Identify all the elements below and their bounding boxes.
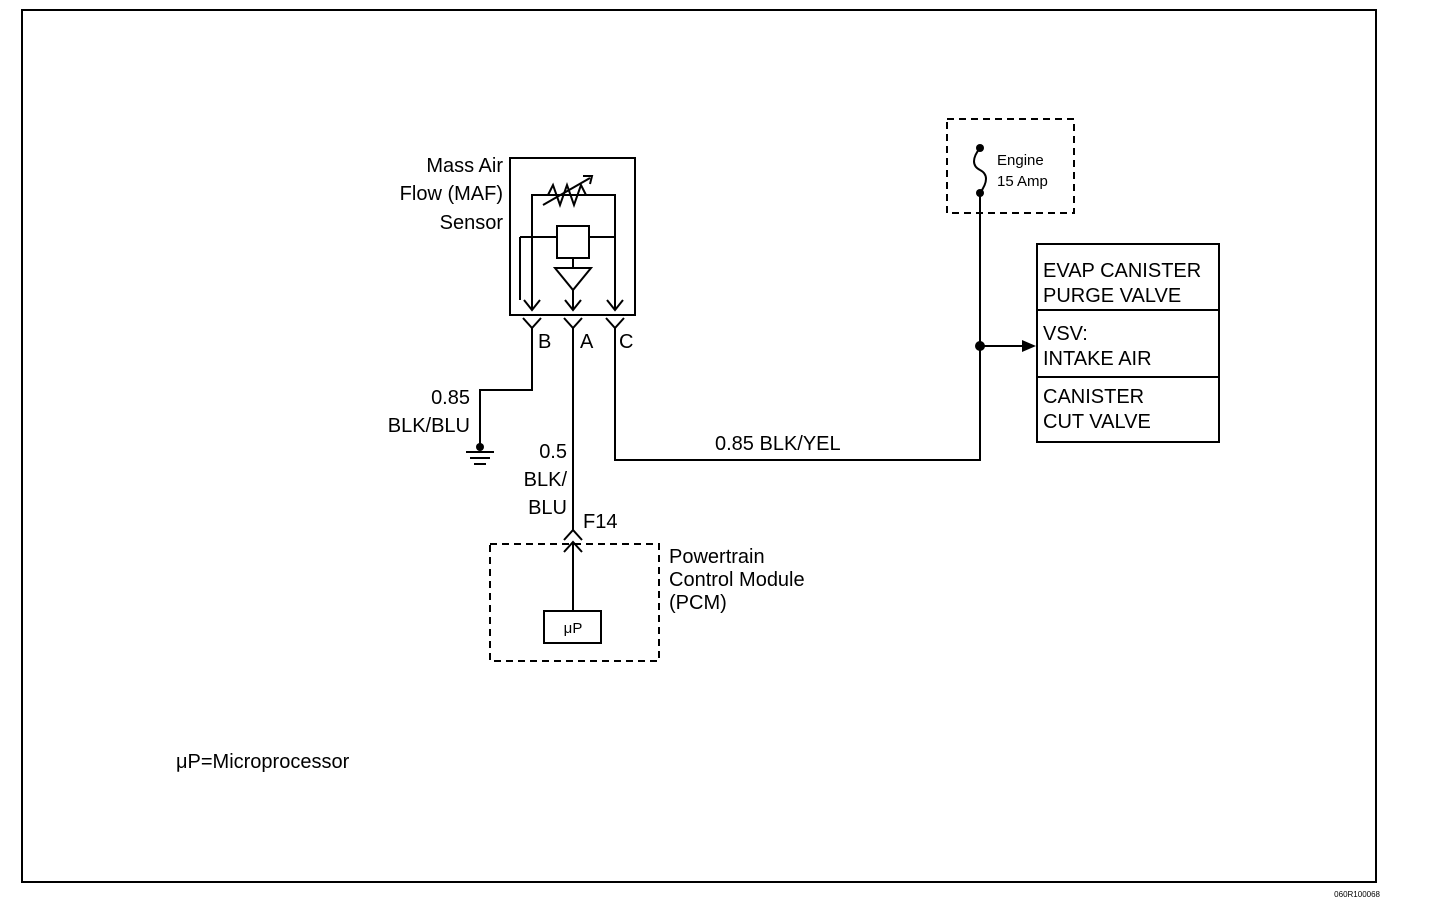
fuse-engine-15a: Engine 15 Amp bbox=[946, 118, 1075, 214]
maf-sensor: Mass Air Flow (MAF) Sensor B A C bbox=[400, 155, 636, 353]
connector-c bbox=[605, 317, 625, 330]
ground-wire-gauge: 0.85 bbox=[431, 387, 470, 409]
signal-wire-gauge: 0.5 bbox=[539, 441, 567, 463]
pcm-label-1: Powertrain bbox=[669, 546, 765, 568]
legend: μP=Microprocessor bbox=[176, 751, 350, 773]
connector-f14 bbox=[563, 528, 583, 541]
vsv-label-1: VSV: bbox=[1043, 323, 1088, 345]
maf-sensor-box bbox=[509, 157, 636, 316]
pin-a-label: A bbox=[580, 331, 594, 353]
power-wire-label: 0.85 BLK/YEL bbox=[715, 433, 841, 455]
evap-label-1: EVAP CANISTER bbox=[1043, 260, 1201, 282]
signal-circuit: 0.5 BLK/ BLU bbox=[524, 328, 574, 530]
fuse-box bbox=[946, 118, 1075, 214]
page-frame bbox=[21, 9, 1377, 883]
fuse-symbol bbox=[973, 147, 987, 194]
pcm: μP F14 Powertrain Control Module (PCM) bbox=[489, 511, 805, 662]
pcm-label-3: (PCM) bbox=[669, 592, 727, 614]
loads-box bbox=[1036, 243, 1220, 443]
maf-label-1: Mass Air bbox=[426, 155, 503, 177]
pin-c-label: C bbox=[619, 331, 633, 353]
signal-wire-color-1: BLK/ bbox=[524, 469, 568, 491]
vsv-label-2: INTAKE AIR bbox=[1043, 348, 1152, 370]
ground-wire-color: BLK/BLU bbox=[388, 415, 470, 437]
cut-valve-label-1: CANISTER bbox=[1043, 386, 1144, 408]
load-arrow bbox=[1022, 340, 1036, 352]
figure-id: 060R100068 bbox=[1334, 890, 1380, 899]
signal-wire-color-2: BLU bbox=[528, 497, 567, 519]
maf-label-3: Sensor bbox=[440, 212, 504, 234]
connector-b bbox=[522, 317, 542, 330]
pcm-label-2: Control Module bbox=[669, 569, 805, 591]
cut-valve-label-2: CUT VALVE bbox=[1043, 411, 1151, 433]
maf-label-2: Flow (MAF) bbox=[400, 183, 503, 205]
fuse-label-2: 15 Amp bbox=[997, 173, 1048, 190]
pin-b-label: B bbox=[538, 331, 551, 353]
microprocessor-chip bbox=[543, 610, 602, 644]
ground-symbol bbox=[466, 451, 494, 465]
power-circuit: 0.85 BLK/YEL bbox=[614, 194, 1036, 461]
pcm-pin-label: F14 bbox=[583, 511, 617, 533]
internal-ground-symbol bbox=[552, 267, 594, 292]
variable-resistor-symbol bbox=[547, 181, 587, 209]
sensor-element bbox=[556, 225, 590, 259]
loads: EVAP CANISTER PURGE VALVE VSV: INTAKE AI… bbox=[1036, 243, 1220, 443]
connector-a bbox=[563, 317, 583, 330]
fuse-label-1: Engine bbox=[997, 152, 1044, 169]
microprocessor-label: μP bbox=[564, 620, 583, 637]
evap-label-2: PURGE VALVE bbox=[1043, 285, 1181, 307]
ground-circuit: 0.85 BLK/BLU bbox=[388, 328, 533, 465]
